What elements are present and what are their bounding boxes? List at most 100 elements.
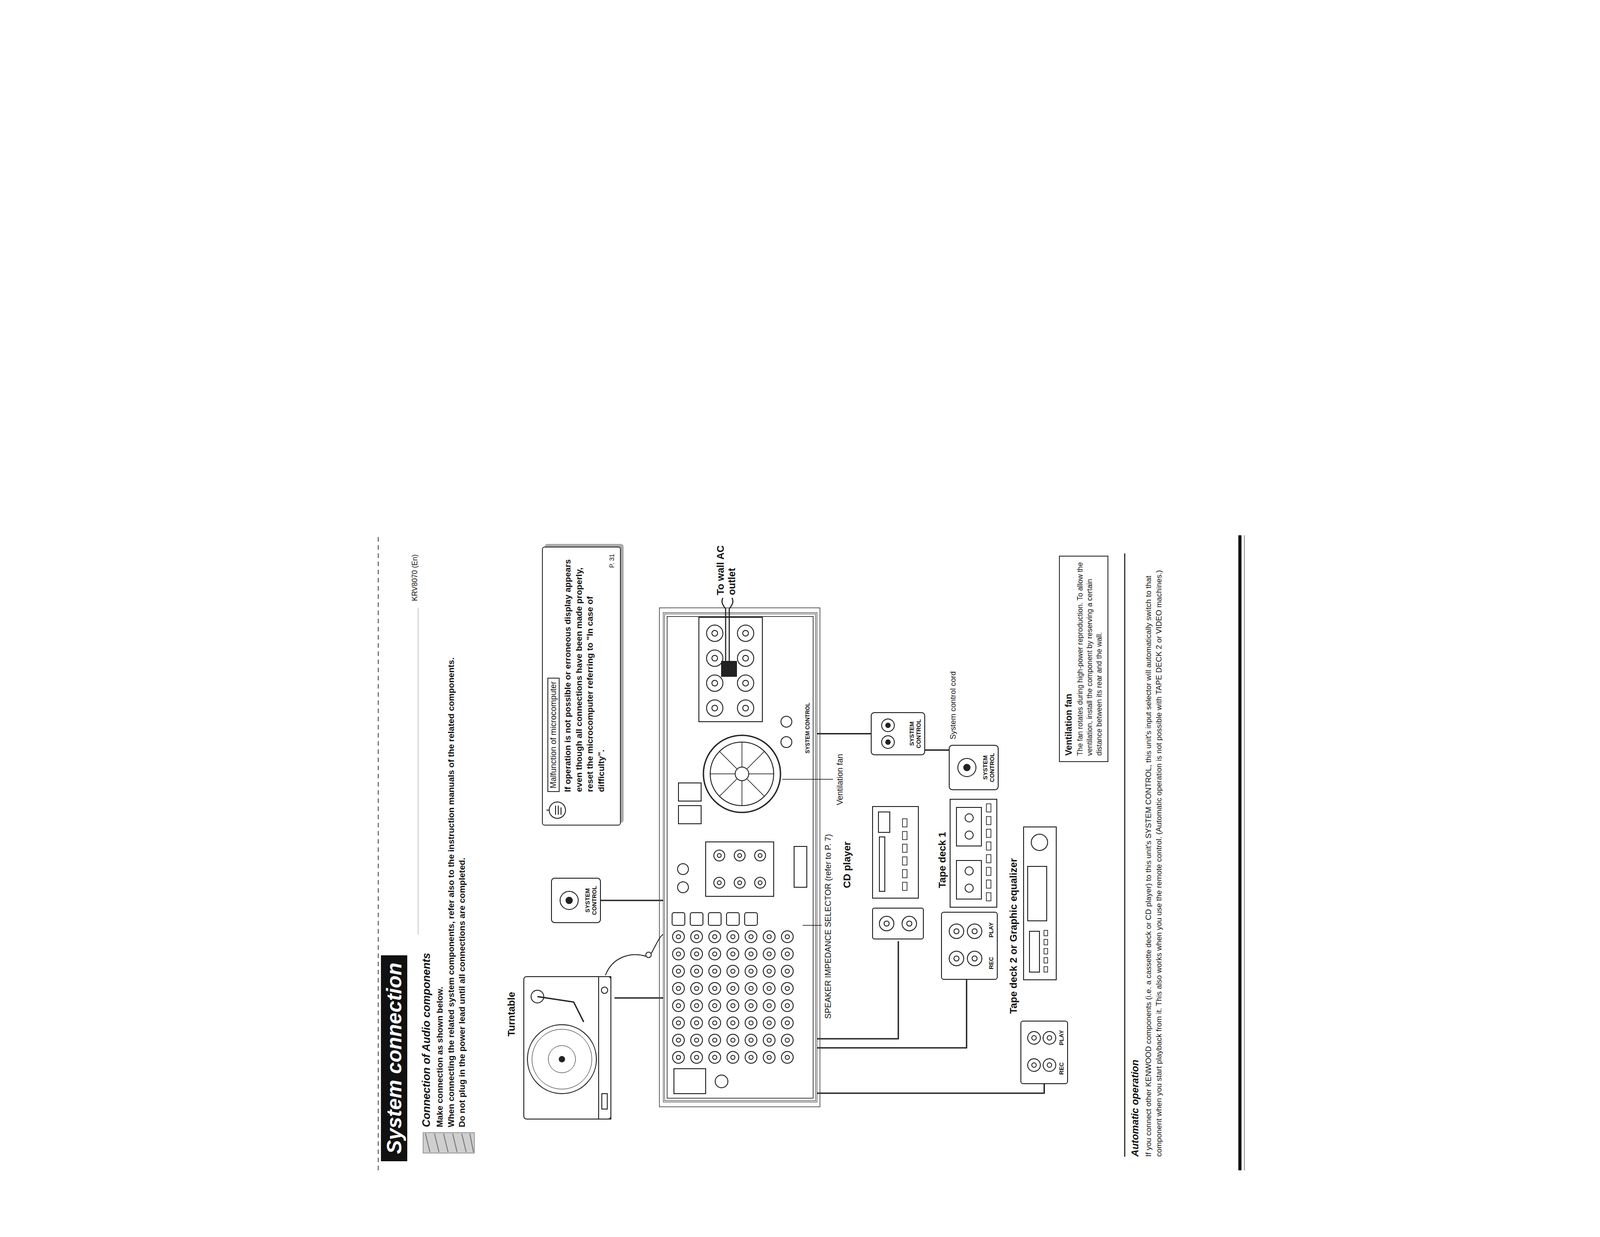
node-text: Turntable bbox=[505, 991, 518, 1037]
button bbox=[1043, 966, 1048, 972]
rca-jack bbox=[763, 982, 776, 995]
node-text: Malfunction of microcomputer bbox=[547, 677, 560, 792]
jack-pin bbox=[953, 928, 959, 934]
jack-pin bbox=[748, 1037, 753, 1042]
jack-pin bbox=[971, 928, 977, 934]
jack-pin bbox=[785, 1020, 790, 1025]
disc-tray bbox=[879, 836, 885, 892]
jack-pin bbox=[694, 968, 699, 973]
section-heading: Automatic operation bbox=[1129, 1059, 1142, 1157]
display bbox=[878, 811, 890, 833]
rca-jack bbox=[745, 1051, 757, 1064]
jack-pin bbox=[766, 1020, 771, 1025]
jack-pin bbox=[694, 934, 699, 939]
illustration bbox=[664, 614, 816, 1101]
part-label: Ventilation fan bbox=[835, 753, 845, 805]
button bbox=[986, 803, 991, 812]
jack-pin bbox=[730, 1020, 735, 1025]
fan-blade bbox=[719, 778, 737, 796]
jack-pin bbox=[676, 1020, 681, 1025]
rca-jack bbox=[763, 1051, 776, 1064]
jack-pin bbox=[748, 934, 753, 939]
jack-pin bbox=[712, 985, 717, 991]
rca-jack bbox=[737, 699, 754, 717]
section-rule bbox=[1124, 553, 1126, 1157]
rca-jack bbox=[672, 1034, 685, 1046]
jack-pin bbox=[766, 951, 771, 956]
jack-pin bbox=[712, 968, 717, 973]
rca-jack bbox=[781, 1034, 794, 1046]
rca-jack bbox=[726, 1016, 739, 1029]
jack-pin bbox=[694, 1003, 699, 1008]
button bbox=[986, 829, 991, 838]
rca-jack bbox=[690, 999, 703, 1012]
rca-jack bbox=[708, 999, 721, 1012]
rca-jack bbox=[690, 947, 703, 960]
rca-jack bbox=[708, 982, 721, 995]
step-icon-hatch bbox=[425, 1133, 474, 1152]
section-heading: Connection of Audio components bbox=[419, 952, 433, 1127]
button bbox=[1043, 930, 1048, 936]
fan-hub bbox=[735, 766, 749, 781]
jack-pin bbox=[712, 1003, 717, 1008]
note-box: Ventilation fanThe fan rotates during hi… bbox=[1058, 555, 1109, 762]
jack-pin bbox=[742, 680, 749, 687]
rca-jack bbox=[1027, 1058, 1041, 1072]
reel bbox=[965, 830, 974, 840]
jack-pin bbox=[717, 880, 722, 885]
rca-jack bbox=[763, 947, 776, 960]
node-text: SYSTEM CONTROL bbox=[804, 702, 811, 754]
button bbox=[986, 854, 991, 863]
impedance-selector bbox=[794, 846, 807, 888]
s-video-jack bbox=[726, 912, 740, 926]
knob bbox=[1031, 834, 1048, 851]
jack-pin bbox=[748, 1054, 753, 1059]
jack-pin bbox=[730, 934, 735, 939]
button bbox=[902, 831, 908, 840]
jack-pin bbox=[766, 985, 771, 991]
tape-deck-body bbox=[950, 799, 997, 908]
ground-lug bbox=[645, 951, 652, 958]
jack-pin bbox=[971, 955, 977, 961]
node-text: SYSTEM CONTROL bbox=[908, 714, 922, 753]
cable bbox=[817, 979, 967, 1048]
button bbox=[902, 818, 908, 827]
rca-jack bbox=[672, 1051, 685, 1064]
rca-jack bbox=[737, 649, 754, 667]
jack-pin bbox=[730, 985, 735, 991]
button bbox=[1043, 957, 1048, 963]
system-control-jack bbox=[560, 891, 579, 910]
reel bbox=[965, 866, 974, 875]
spindle bbox=[559, 1056, 565, 1062]
jack-pin bbox=[712, 1037, 717, 1042]
button bbox=[902, 869, 908, 878]
node-text: SYSTEM CONTROL bbox=[584, 880, 598, 921]
rca-jack bbox=[708, 1016, 721, 1029]
button bbox=[1043, 948, 1048, 954]
jack-pin bbox=[963, 764, 971, 771]
rca-jack bbox=[763, 1034, 776, 1046]
reel bbox=[965, 883, 974, 893]
chassis-frame bbox=[659, 607, 820, 1107]
node-text: SYSTEM CONTROL bbox=[982, 747, 996, 788]
rca-jack bbox=[706, 624, 723, 642]
part-label: SPEAKER IMPEDANCE SELECTOR (refer to P. … bbox=[823, 832, 834, 1021]
jack-pin bbox=[785, 951, 790, 956]
jack-pin bbox=[883, 920, 889, 926]
jack-pin bbox=[742, 705, 749, 712]
page-decoration bbox=[376, 535, 1261, 1171]
rca-jack bbox=[781, 1016, 794, 1029]
cd-player-body bbox=[872, 806, 919, 898]
tape-deck: Tape deck 2 or Graphic equalizer bbox=[1007, 823, 1059, 1014]
rca-jack bbox=[1043, 1031, 1056, 1044]
jack-pin bbox=[730, 1054, 735, 1059]
node-text: PLAY bbox=[1058, 1029, 1065, 1045]
rca-jack bbox=[763, 930, 776, 943]
rca-jack bbox=[745, 982, 757, 995]
jack-panel: SYSTEM CONTROL bbox=[948, 744, 999, 791]
jack-pin bbox=[885, 739, 891, 745]
cable bbox=[925, 749, 949, 751]
instruction-text: Make connection as shown below. bbox=[434, 541, 446, 1127]
jack-pin bbox=[748, 1020, 753, 1025]
